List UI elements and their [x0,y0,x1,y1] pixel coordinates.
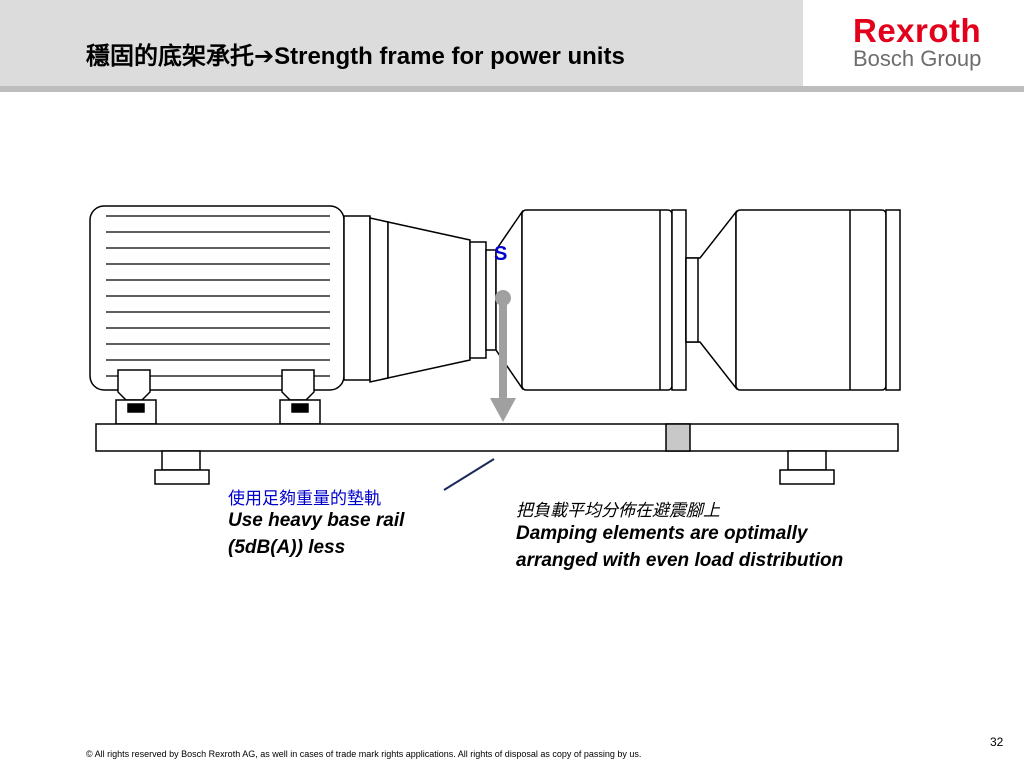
pump-2-end [885,209,901,391]
damping-foot-right [779,450,835,485]
slide-header: 穩固的底架承托➔Strength frame for power units R… [0,0,1024,92]
slide-title: 穩固的底架承托➔Strength frame for power units [86,43,625,70]
bell-housing [369,217,389,383]
load-arrow [490,290,516,422]
motor-foot-right [279,369,321,425]
left-note-en-1: Use heavy base rail [228,510,405,531]
damping-foot-left [154,450,210,485]
bell-housing-taper [387,221,471,379]
coupling-flange [469,241,487,359]
pump-2-body [735,209,887,391]
title-band [0,0,803,86]
pump-coupling-ring [685,257,699,343]
rexroth-logo: Rexroth Bosch Group [853,14,981,70]
s-label: S [494,243,508,265]
pump-1-body [521,209,673,391]
logo-brand: Rexroth [853,12,982,49]
copyright-footer: © All rights reserved by Bosch Rexroth A… [86,749,642,759]
page-number: 32 [990,735,1004,749]
pump-1-flange [671,209,687,391]
left-note-zh: 使用足夠重量的墊軌 [228,489,381,509]
logo-group: Bosch Group [853,46,982,71]
base-rail [95,423,899,452]
motor-end-cap [343,215,371,381]
pointer-line [443,458,495,491]
right-note-zh: 把負載平均分佈在避震腳上 [516,501,720,521]
motor-foot-left [115,369,157,425]
right-note-en-1: Damping elements are optimally [516,523,808,544]
motor-body [89,205,345,391]
right-note-en-2: arranged with even load distribution [516,550,844,571]
rail-block [665,423,691,452]
header-rule [0,86,1024,92]
left-note-en-2: (5dB(A)) less [228,537,346,558]
